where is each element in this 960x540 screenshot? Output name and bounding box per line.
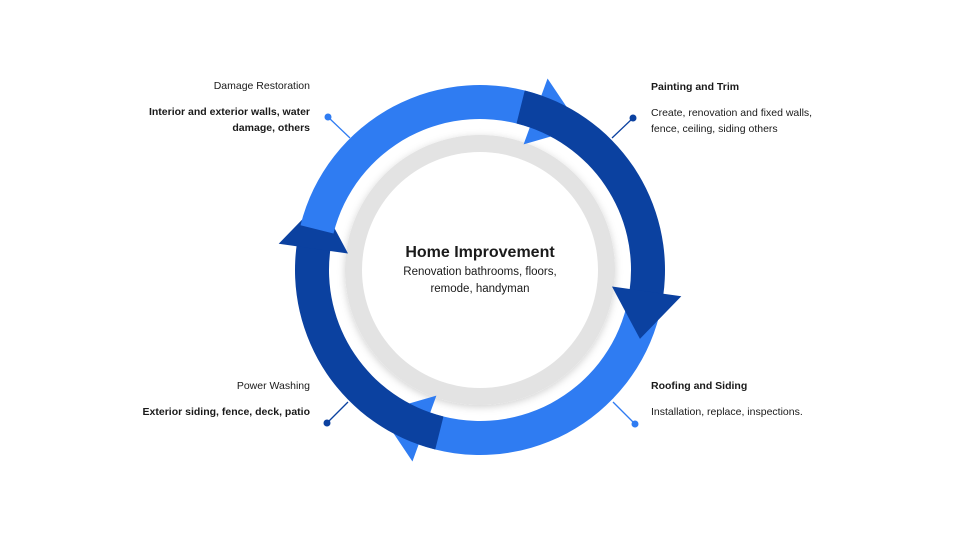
label-top-left: Damage Restoration Interior and exterior…	[120, 78, 310, 136]
label-bottom-right: Roofing and Siding Installation, replace…	[651, 378, 851, 420]
connector-top-left	[327, 116, 351, 139]
center-subtitle: Renovation bathrooms, floors, remode, ha…	[380, 264, 580, 298]
heading-power-washing: Power Washing	[236, 380, 310, 392]
arc-power-washing-body	[294, 244, 444, 450]
center-subtitle-line2: remode, handyman	[430, 283, 530, 295]
heading-roofing-siding: Roofing and Siding	[651, 380, 748, 392]
desc-damage-restoration: Interior and exterior walls, water damag…	[120, 104, 310, 136]
desc-line: Create, renovation and fixed walls,	[651, 107, 813, 119]
connector-dot-bottom-right	[631, 420, 639, 428]
arc-damage-restoration-body	[300, 85, 544, 234]
arc-painting-trim-body	[516, 90, 666, 296]
desc-line: damage, others	[232, 122, 310, 134]
connector-bottom-left	[326, 401, 349, 424]
desc-power-washing: Exterior siding, fence, deck, patio	[142, 406, 310, 418]
desc-painting-trim: Create, renovation and fixed walls, fenc…	[651, 105, 851, 137]
arc-painting-trim	[516, 90, 682, 339]
center-disc	[362, 152, 598, 388]
desc-line: fence, ceiling, siding others	[651, 123, 778, 135]
connector-dot-bottom-left	[323, 419, 331, 427]
desc-line: Interior and exterior walls, water	[148, 106, 310, 118]
label-top-right: Painting and Trim Create, renovation and…	[651, 79, 851, 137]
connector-bottom-right	[612, 401, 636, 425]
heading-damage-restoration: Damage Restoration	[213, 80, 310, 92]
desc-roofing-siding: Installation, replace, inspections.	[651, 406, 803, 418]
center-subtitle-line1: Renovation bathrooms, floors,	[403, 266, 557, 278]
connector-top-right	[611, 117, 634, 139]
connector-dot-top-right	[629, 114, 637, 122]
arrowhead-painting-trim	[611, 286, 682, 339]
label-bottom-left: Power Washing Exterior siding, fence, de…	[110, 378, 310, 420]
connectors	[323, 113, 639, 428]
center-title: Home Improvement	[405, 244, 555, 261]
connector-dot-top-left	[324, 113, 332, 121]
heading-painting-trim: Painting and Trim	[651, 81, 740, 93]
center-label: Home Improvement Renovation bathrooms, f…	[380, 242, 580, 298]
